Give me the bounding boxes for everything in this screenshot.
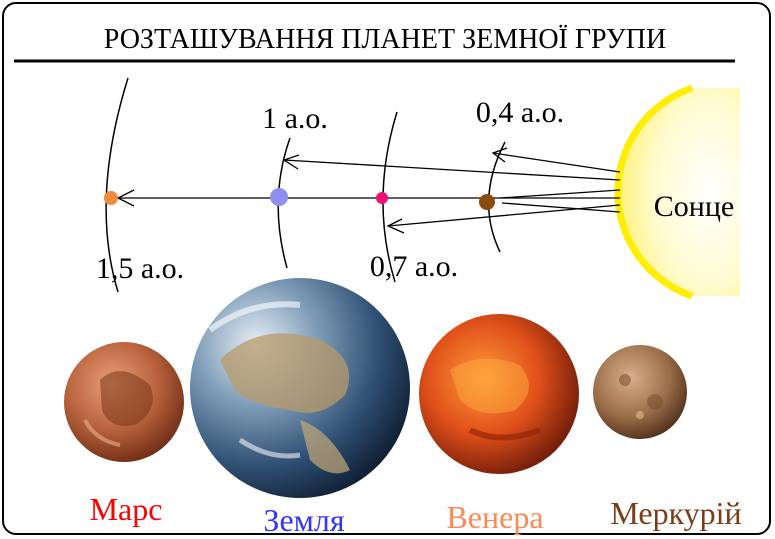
- earth-name-label: Земля: [263, 502, 344, 538]
- sun-to-venus-line: [501, 202, 621, 213]
- mercury-image: [593, 345, 687, 439]
- diagram-title: РОЗТАШУВАННЯ ПЛАНЕТ ЗЕМНОЇ ГРУПИ: [104, 24, 666, 55]
- mars-dot: [104, 191, 118, 205]
- earth-dot: [270, 188, 288, 206]
- mars-distance-label: 1,5 а.о.: [96, 252, 184, 285]
- mercury-arrow: [492, 152, 621, 173]
- mars-name-label: Марс: [90, 491, 163, 527]
- venus-name-label: Венера: [446, 499, 543, 535]
- earth-image: [190, 278, 410, 498]
- sun-limb: [614, 84, 694, 300]
- sun-disc: [617, 88, 740, 296]
- venus-dot: [376, 192, 388, 204]
- sun-to-mercury-line: [499, 189, 621, 199]
- earth-distance-label: 1 а.о.: [262, 102, 328, 135]
- venus-arrow: [387, 204, 621, 227]
- venus-arrowhead: [386, 218, 405, 234]
- mars-orbit: [105, 77, 129, 293]
- mercury-dot: [479, 194, 495, 210]
- venus-distance-label: 0,7 а.о.: [370, 250, 458, 283]
- distance-arrows: [116, 147, 621, 234]
- mercury-name-label: Меркурій: [610, 495, 741, 531]
- earth-arrowhead: [282, 154, 300, 170]
- mercury-distance-label: 0,4 а.о.: [476, 96, 564, 129]
- mars-image: [64, 342, 184, 462]
- venus-image: [419, 314, 579, 474]
- mercury-arrowhead: [491, 147, 508, 163]
- earth-arrow: [283, 159, 621, 181]
- sun: [614, 84, 740, 300]
- sun-label: Сонце: [654, 190, 734, 223]
